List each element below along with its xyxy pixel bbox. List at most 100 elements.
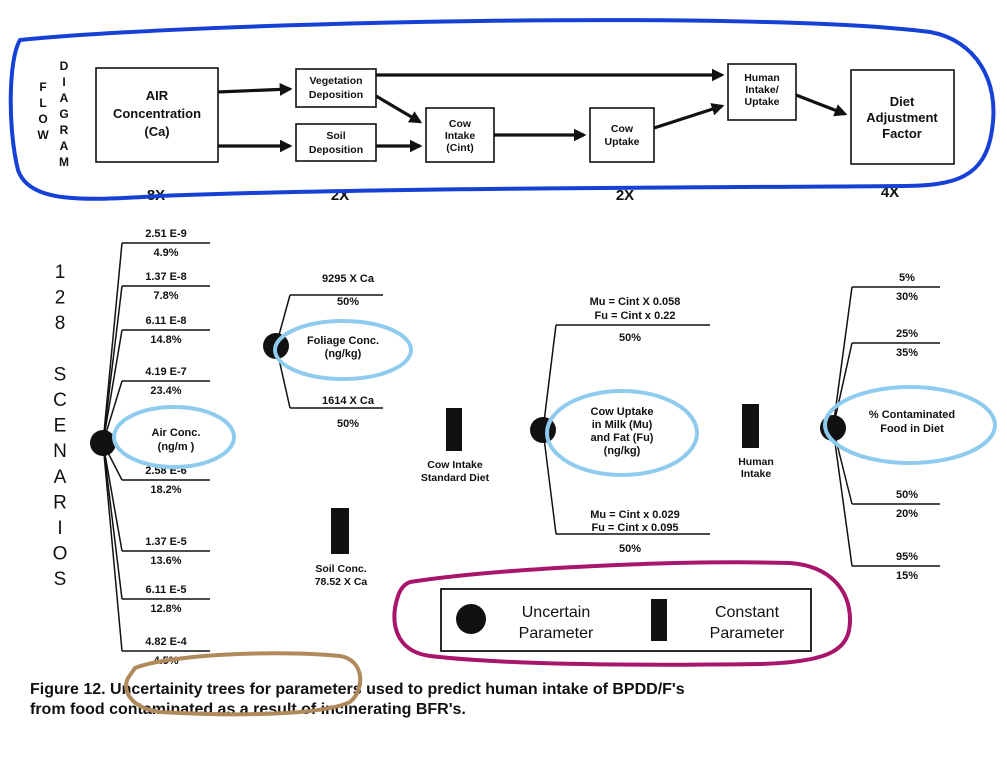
cow-uptake-tree: Mu = Cint X 0.058 Fu = Cint x 0.22 50% M…	[530, 296, 710, 555]
cow-uptake-text: and Fat (Fu)	[591, 432, 654, 444]
soil-conc-text: 78.52 X Ca	[315, 576, 368, 588]
scenarios-letter: S	[54, 364, 67, 385]
diet-branch-line	[832, 427, 853, 505]
foliage-branch-value: 1614 X Ca	[322, 395, 375, 407]
air-branch-value: 4.19 E-7	[145, 366, 187, 378]
foliage-conc-text: Foliage Conc.	[307, 335, 379, 347]
diet-adjustment-box	[850, 69, 955, 165]
diet-box-text: Diet	[890, 94, 915, 109]
flow-label-letter: F	[39, 80, 46, 94]
soil-conc-text: Soil Conc.	[315, 563, 366, 575]
cow-intake-std-text: Standard Diet	[421, 472, 490, 484]
diet-branch-value: 5%	[899, 272, 915, 284]
air-box-text: AIR	[146, 88, 169, 103]
uncertain-node-air	[90, 430, 116, 456]
vegetation-box-text: Vegetation	[309, 75, 362, 87]
air-branch-line	[102, 442, 123, 600]
scenarios-letter: I	[57, 518, 62, 539]
diet-branch-prob: 20%	[896, 508, 918, 520]
constant-node-cow-intake	[446, 408, 462, 451]
cow-uptake-branch-prob: 50%	[619, 543, 641, 555]
constant-node-human	[742, 404, 759, 448]
caption-outline	[124, 651, 363, 717]
air-branch-value: 1.37 E-5	[145, 536, 187, 548]
human-box-text: Uptake	[744, 96, 779, 108]
flow-arrows	[217, 68, 848, 153]
multiplier-diet: 4X	[881, 184, 899, 201]
flow-label-letter: R	[60, 123, 69, 137]
foliage-tree: 9295 X Ca 50% 1614 X Ca 50% Foliage Conc…	[263, 273, 413, 430]
air-branch-prob: 12.8%	[150, 603, 181, 615]
air-branch-prob: 18.2%	[150, 484, 181, 496]
diet-box-text: Factor	[882, 126, 922, 141]
contaminated-food-text: Food in Diet	[880, 423, 944, 435]
human-box-text: Intake/	[745, 84, 778, 96]
foliage-branch-value: 9295 X Ca	[322, 273, 375, 285]
cow-uptake-branch-line: Fu = Cint x 0.095	[591, 522, 678, 534]
human-intake-box	[727, 63, 797, 121]
cow-intake-box-text: (Cint)	[446, 142, 473, 154]
foliage-branch-prob: 50%	[337, 296, 359, 308]
foliage-conc-outline	[273, 319, 413, 381]
air-branch-prob: 4.9%	[153, 247, 178, 259]
soil-box-text: Soil	[326, 130, 345, 142]
air-branch-prob: 14.8%	[150, 334, 181, 346]
cow-intake-std-text: Cow Intake	[427, 459, 483, 471]
soil-deposition-box	[295, 123, 377, 162]
air-conc-outline	[112, 405, 236, 469]
legend-uncertain-label: Parameter	[519, 625, 594, 642]
air-branch-value: 6.11 E-8	[146, 315, 187, 327]
diet-branch-value: 25%	[896, 328, 918, 340]
cow-intake-box-text: Cow	[449, 118, 472, 130]
diet-branch-value: 50%	[896, 489, 918, 501]
figure-caption: Figure 12. Uncertainity trees for parame…	[30, 651, 685, 718]
cow-intake-box	[425, 107, 495, 163]
diet-branch-prob: 15%	[896, 570, 918, 582]
legend: Uncertain Parameter Constant Parameter	[392, 560, 853, 667]
scenarios-letter: 2	[55, 288, 66, 309]
flow-label-letter: D	[60, 59, 69, 73]
flow-diagram-outline	[8, 18, 996, 201]
scenarios-letter: 1	[55, 262, 66, 283]
foliage-conc-label: Foliage Conc.(ng/kg)	[307, 335, 379, 360]
air-branch-line	[102, 442, 123, 552]
diet-branch-line	[832, 427, 853, 567]
air-branch-line	[102, 329, 123, 444]
flow-label-letter: G	[59, 107, 68, 121]
cow-uptake-outline	[545, 389, 699, 477]
foliage-branch-prob: 50%	[337, 418, 359, 430]
multiplier-cow-uptake: 2X	[616, 187, 634, 204]
constant-node-soil	[331, 508, 349, 554]
scenarios-letter: R	[53, 492, 67, 513]
air-branch-value: 2.51 E-9	[145, 228, 187, 240]
scenarios-letter: A	[54, 467, 67, 488]
foliage-conc-text: (ng/kg)	[325, 348, 362, 360]
air-branch-line	[102, 442, 123, 652]
cow-uptake-box-text: Uptake	[604, 136, 639, 148]
cow-uptake-branch-line: Mu = Cint X 0.058	[590, 296, 681, 308]
air-box-text: (Ca)	[144, 124, 169, 139]
vegetation-box-text: Deposition	[309, 89, 363, 101]
scenarios-letter: C	[53, 390, 67, 411]
air-branch-line	[102, 285, 123, 444]
diet-branch-prob: 30%	[896, 291, 918, 303]
diet-tree: 5%30%25%35%50%20%95%15% % ContaminatedFo…	[820, 272, 997, 582]
flow-label-letter: A	[60, 139, 69, 153]
legend-uncertain-icon	[456, 604, 486, 634]
legend-constant-label: Constant	[715, 604, 780, 621]
flow-label-letter: L	[39, 96, 46, 110]
diet-branch-value: 95%	[896, 551, 918, 563]
legend-box	[440, 588, 812, 652]
cow-uptake-box	[589, 107, 655, 163]
